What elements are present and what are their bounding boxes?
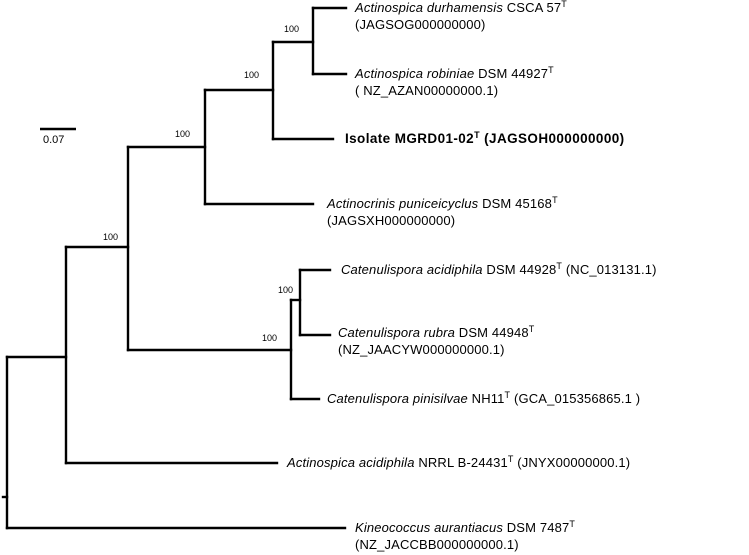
taxon-accession: (JNYX00000000.1) (517, 455, 631, 470)
taxon-accession: (JAGSXH000000000) (327, 213, 456, 228)
scale-bar-label: 0.07 (43, 134, 65, 146)
type-strain-mark: T (504, 390, 511, 400)
taxon-strain: DSM 44928 (486, 262, 557, 277)
taxon-strain: NH11 (471, 391, 505, 406)
type-strain-mark: T (548, 65, 554, 75)
type-strain-mark: T (556, 261, 563, 271)
taxon-strain: NRRL B-24431 (418, 455, 508, 470)
type-strain-mark: T (528, 324, 535, 334)
bootstrap-value: 100 (103, 232, 119, 242)
taxon-strain: DSM 44927 (478, 66, 549, 81)
bootstrap-value: 100 (262, 333, 278, 343)
taxon-species: Actinospica acidiphila (287, 455, 415, 470)
taxon-label-catenulispora-acidiphila: Catenulispora acidiphila DSM 44928T (NC_… (341, 262, 657, 278)
taxon-accession: (NC_013131.1) (565, 262, 657, 277)
taxon-strain: DSM 44948 (458, 325, 529, 340)
taxon-label-kineococcus-aurantiacus: Kineococcus aurantiacus DSM 7487T (355, 520, 575, 536)
taxon-strain: CSCA 57 (506, 0, 562, 15)
bootstrap-value: 100 (278, 285, 294, 295)
taxon-label-actinospica-acidiphila: Actinospica acidiphila NRRL B-24431T (JN… (287, 455, 630, 471)
taxon-species: Catenulispora pinisilvae (327, 391, 468, 406)
type-strain-mark: T (552, 195, 558, 205)
type-strain-mark: T (474, 130, 480, 140)
taxon-label-actinospica-durhamensis: Actinospica durhamensis CSCA 57T (355, 0, 567, 16)
taxon-label-isolate: Isolate MGRD01-02T (JAGSOH000000000) (345, 131, 625, 147)
taxon-label-catenulispora-rubra: Catenulispora rubra DSM 44948T (338, 325, 534, 341)
type-strain-mark: T (569, 519, 576, 529)
taxon-accession: (NZ_JACCBB000000000.1) (355, 537, 519, 552)
taxon-species: Actinocrinis puniceicyclus (327, 196, 479, 211)
taxon-accession: (NZ_JAACYW000000000.1) (338, 342, 505, 357)
taxon-strain: DSM 7487 (506, 520, 570, 535)
taxon-accession: ( NZ_AZAN00000000.1) (355, 83, 499, 98)
taxon-accession: (JAGSOH000000000) (484, 131, 625, 146)
taxon-species: Actinospica durhamensis (355, 0, 503, 15)
taxon-label-actinocrinis-puniceicyclus: Actinocrinis puniceicyclus DSM 45168T (327, 196, 558, 212)
taxon-strain: DSM 45168 (482, 196, 553, 211)
bootstrap-value: 100 (244, 70, 260, 80)
taxon-species: Kineococcus aurantiacus (355, 520, 503, 535)
type-strain-mark: T (561, 0, 567, 9)
taxon-strain: Isolate MGRD01-02 (345, 131, 475, 146)
bootstrap-value: 100 (175, 129, 191, 139)
type-strain-mark: T (507, 454, 514, 464)
taxon-species: Catenulispora acidiphila (341, 262, 483, 277)
taxon-accession: (JAGSOG000000000) (355, 17, 486, 32)
taxon-species: Catenulispora rubra (338, 325, 456, 340)
taxon-accession: (GCA_015356865.1 ) (513, 391, 641, 406)
taxon-label-catenulispora-pinisilvae: Catenulispora pinisilvae NH11T (GCA_0153… (327, 391, 640, 407)
taxon-label-actinospica-robiniae: Actinospica robiniae DSM 44927T (355, 66, 554, 82)
bootstrap-value: 100 (284, 24, 300, 34)
taxon-species: Actinospica robiniae (355, 66, 475, 81)
